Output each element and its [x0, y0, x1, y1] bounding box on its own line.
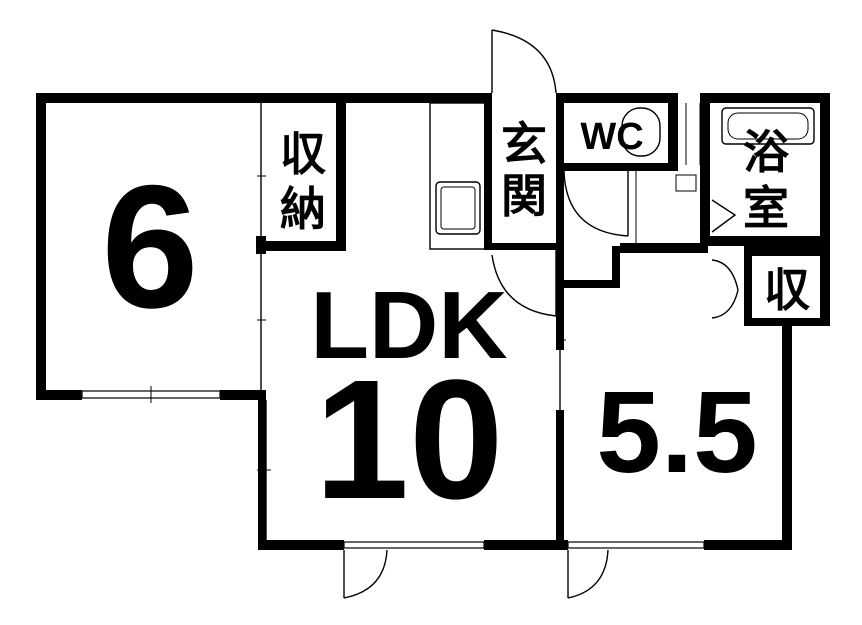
label-bath-1: 浴 — [743, 125, 790, 179]
label-storage-left-2: 納 — [280, 182, 326, 236]
kitchen-counter — [429, 102, 488, 250]
label-western-right-size: 5.5 — [596, 367, 757, 497]
label-storage-left-1: 収 — [280, 127, 326, 181]
label-entrance-1: 玄 — [501, 117, 547, 171]
label-ldk-name: LDK — [310, 272, 507, 379]
room-western-left — [36, 93, 266, 403]
room-ldk-walls — [258, 540, 564, 599]
label-ldk-size: 10 — [314, 345, 503, 535]
label-entrance-2: 関 — [501, 169, 547, 223]
label-western-left-size: 6 — [101, 150, 198, 345]
hallway-partition — [564, 243, 739, 319]
room-storage-left — [266, 93, 346, 251]
label-toilet: WC — [580, 116, 643, 158]
room-western-right — [556, 250, 792, 599]
label-storage-right: 収 — [764, 263, 810, 317]
label-bath-2: 室 — [743, 181, 789, 235]
room-bath — [700, 93, 830, 255]
ldk-left-partition — [257, 254, 271, 545]
